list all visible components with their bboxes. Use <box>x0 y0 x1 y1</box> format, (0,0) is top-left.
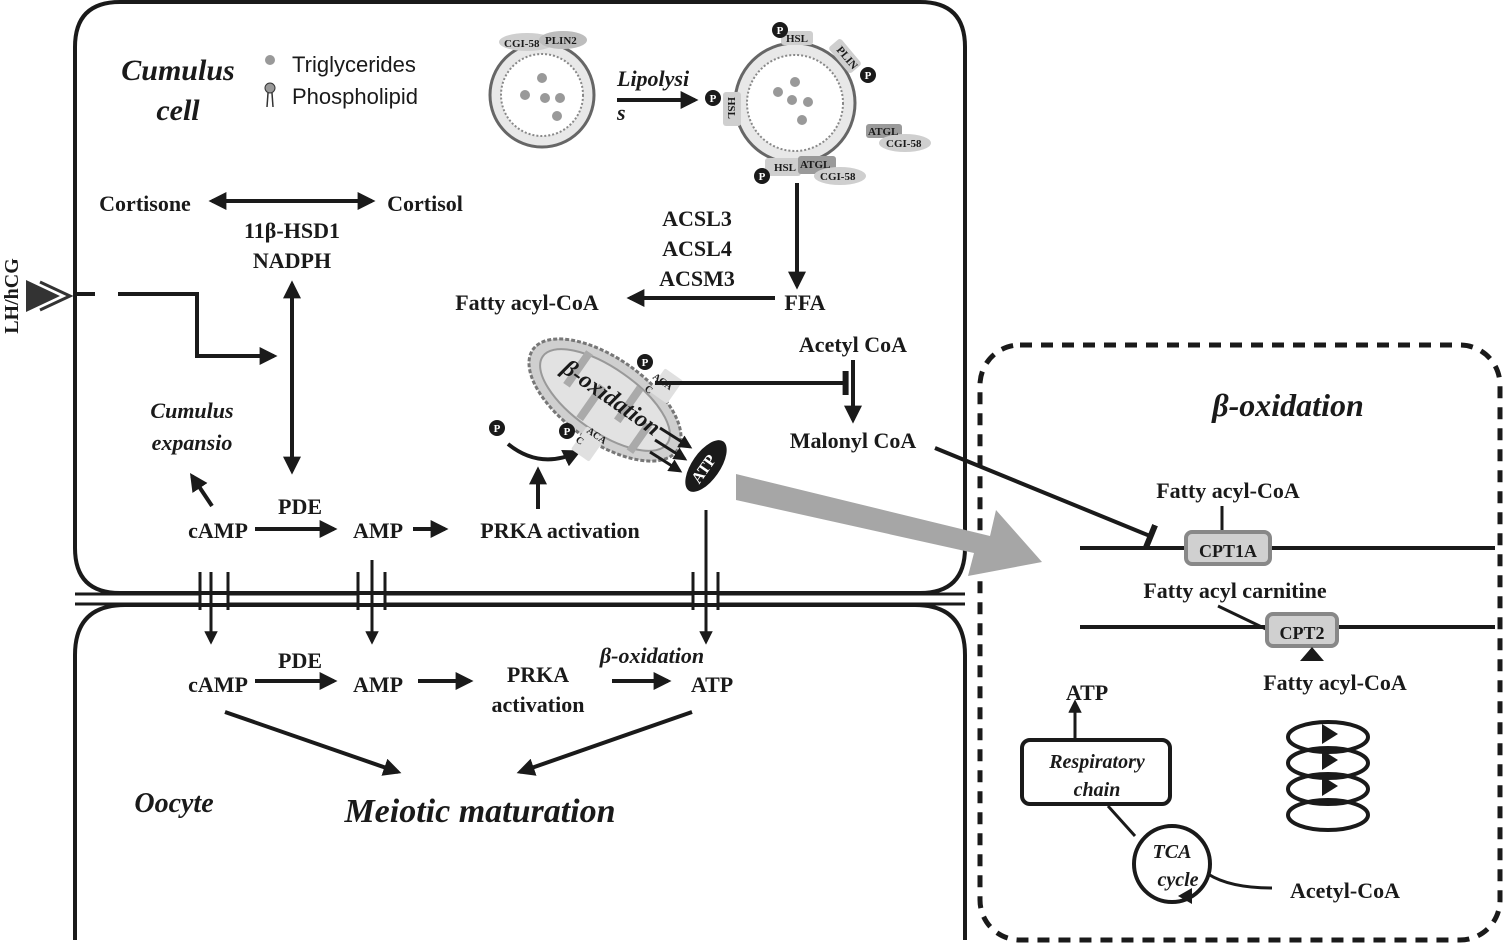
phospho-p3: P <box>710 93 717 105</box>
phospho-p-aca-left <box>489 420 505 436</box>
lh-hcg-receptor-icon <box>26 280 74 312</box>
lipolysis-label-line2: s <box>616 100 626 125</box>
amp-cumulus: AMP <box>353 518 403 543</box>
mito-atp-arrow-3 <box>649 450 683 473</box>
atp-panel: ATP <box>1066 680 1108 705</box>
camp-to-expansion-arrow <box>190 473 214 508</box>
oocyte-outline <box>73 603 967 940</box>
triglyceride-legend-icon <box>265 55 275 65</box>
phospho-p2: P <box>865 70 872 82</box>
prka-oocyte-line2: activation <box>492 692 585 717</box>
cpt2-label: CPT2 <box>1280 623 1325 643</box>
tca-line1: TCA <box>1153 841 1192 863</box>
phospho-p-mito-lower: P <box>564 426 571 438</box>
legend-phospholipid: Phospholipid <box>292 84 418 109</box>
phosphorylation-curve-arrow <box>506 442 582 467</box>
tca-line2: cycle <box>1157 869 1198 891</box>
cumulus-title-line2: cell <box>156 94 200 127</box>
tca-cycle-circle <box>1132 824 1212 904</box>
cortisol-label: Cortisol <box>387 191 463 216</box>
acsm3-label: ACSM3 <box>659 266 735 291</box>
stimulus-pathway-arrow <box>118 292 278 365</box>
oocyte-title: Oocyte <box>134 788 213 819</box>
prka-activation-cumulus: PRKA activation <box>480 518 640 543</box>
camp-cumulus: cAMP <box>188 518 248 543</box>
atp-to-maturation-arrow <box>516 710 693 776</box>
acetyl-coa-panel: Acetyl-CoA <box>1290 878 1400 903</box>
acetyl-coa-to-tca <box>1207 872 1273 890</box>
enzyme-11b-hsd1: 11β-HSD1 <box>244 218 340 243</box>
cpt1a-box <box>1184 530 1272 566</box>
lipid-droplet-left <box>488 31 596 149</box>
droplet-label-cgi58-right: CGI-58 <box>886 138 922 150</box>
camp-to-maturation-arrow <box>224 710 402 776</box>
droplet-label-hsl-top: HSL <box>786 33 808 45</box>
mito-atp-arrow-1 <box>659 426 693 449</box>
atp-badge-cumulus <box>685 440 727 492</box>
beta-oxidation-panel <box>977 342 1503 943</box>
beta-oxidation-oocyte: β-oxidation <box>599 643 704 668</box>
respiratory-chain-box <box>1020 738 1172 806</box>
pde-oocyte: PDE <box>278 648 322 673</box>
beta-panel-title: β-oxidation <box>1211 387 1364 423</box>
spiral-arrow-1 <box>1322 724 1338 744</box>
fatty-acyl-coa-panel-top: Fatty acyl-CoA <box>1156 478 1300 503</box>
respiratory-line1: Respiratory <box>1048 751 1145 773</box>
lh-hcg-label: LH/hCG <box>1 258 23 334</box>
prka-oocyte-line1: PRKA <box>507 662 569 687</box>
droplet-label-hsl-left: HSL <box>725 97 737 119</box>
atp-oocyte: ATP <box>691 672 733 697</box>
droplet-label-atgl: ATGL <box>868 126 898 138</box>
mito-aca-tag-upper <box>637 354 683 403</box>
mito-aca-tag-lower <box>559 423 605 461</box>
cumulus-title-line1: Cumulus <box>121 54 234 87</box>
amp-oocyte: AMP <box>353 672 403 697</box>
meiotic-maturation: Meiotic maturation <box>343 793 615 830</box>
fatty-acyl-carnitine: Fatty acyl carnitine <box>1143 578 1327 603</box>
zoom-gray-arrow <box>736 474 1042 576</box>
phospho-p1: P <box>777 25 784 37</box>
beta-oxidation-spiral-icon <box>1286 720 1370 832</box>
malonyl-inhibits-cpt1a <box>934 446 1158 549</box>
fatty-acyl-coa-panel-bottom: Fatty acyl-CoA <box>1263 670 1407 695</box>
cumulus-expansion-line1: Cumulus <box>150 398 233 423</box>
malonyl-coa-label: Malonyl CoA <box>790 428 917 453</box>
fatty-acyl-coa-cumulus: Fatty acyl-CoA <box>455 290 599 315</box>
cpt2-out-arrowhead <box>1300 647 1324 661</box>
cpt1a-label: CPT1A <box>1199 541 1257 561</box>
acetyl-coa-cumulus: Acetyl CoA <box>799 332 907 357</box>
gap-junctions <box>75 572 965 610</box>
mitochondrion-icon <box>527 337 683 463</box>
tca-to-respiratory <box>1106 804 1137 838</box>
spiral-arrow-2 <box>1322 750 1338 770</box>
nadph-label: NADPH <box>253 248 331 273</box>
respiratory-line2: chain <box>1074 779 1121 801</box>
droplet-label-cgi58-bottom: CGI-58 <box>820 171 856 183</box>
spiral-arrow-3 <box>1322 776 1338 796</box>
phospho-p-aca-left-label: P <box>494 423 501 435</box>
tca-cycle-arrowhead <box>1178 888 1192 904</box>
cortisone-label: Cortisone <box>99 191 191 216</box>
lipid-droplet-right <box>705 22 931 185</box>
mito-atp-arrow-2 <box>654 438 688 461</box>
droplet-label-plin2: PLIN2 <box>545 35 577 47</box>
droplet-label-atgl-bottom: ATGL <box>800 159 830 171</box>
phospho-p4: P <box>759 171 766 183</box>
lipolysis-label-line1: Lipolysi <box>616 66 690 91</box>
droplet-label-cgi58: CGI-58 <box>504 38 540 50</box>
pde-cumulus: PDE <box>278 494 322 519</box>
phospho-p-mito-upper: P <box>642 357 649 369</box>
acsl3-label: ACSL3 <box>662 206 732 231</box>
cpt2-box <box>1265 612 1339 648</box>
droplet-label-hsl-bottom: HSL <box>774 162 796 174</box>
acsl4-label: ACSL4 <box>662 236 732 261</box>
camp-oocyte: cAMP <box>188 672 248 697</box>
legend-triglycerides: Triglycerides <box>292 52 416 77</box>
ffa-label: FFA <box>784 290 825 315</box>
cumulus-expansion-line2: expansio <box>152 430 233 455</box>
phospholipid-legend-icon <box>264 82 276 108</box>
